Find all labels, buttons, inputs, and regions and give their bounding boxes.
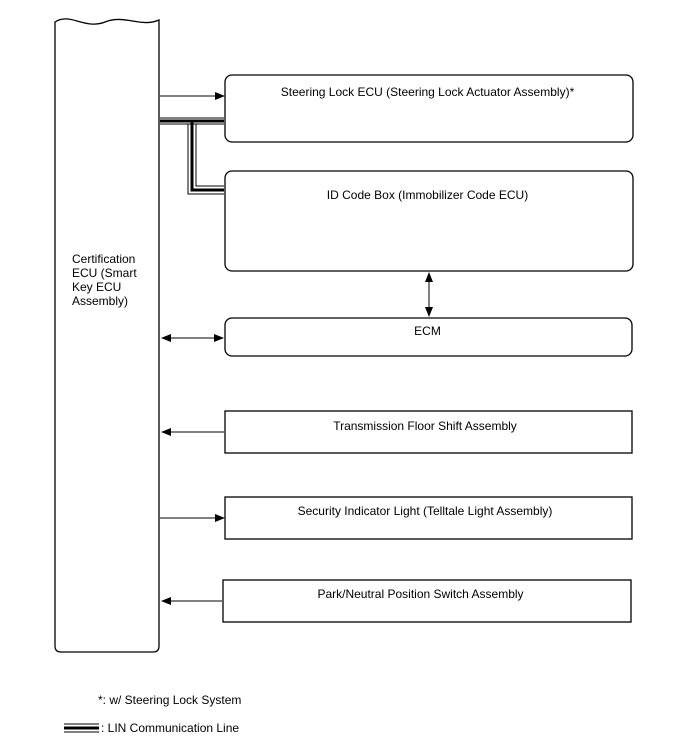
certification-ecu-label: Certification ECU (Smart Key ECU Assembl…	[72, 252, 137, 308]
certification-ecu-box	[54, 18, 160, 653]
transmission-floor-shift-label: Transmission Floor Shift Assembly	[333, 419, 517, 433]
footnote: *: w/ Steering Lock System	[98, 693, 242, 707]
security-indicator-light-label: Security Indicator Light (Telltale Light…	[297, 504, 553, 518]
security-indicator-light-box	[224, 496, 633, 540]
transmission-floor-shift-box	[224, 410, 633, 454]
steering-lock-ecu-box	[224, 74, 634, 143]
legend-lin-symbol	[64, 723, 99, 733]
ecm-label: ECM	[414, 324, 441, 338]
ecm-box	[224, 317, 633, 357]
park-neutral-switch-box	[222, 579, 632, 623]
steering-lock-ecu-label: Steering Lock ECU (Steering Lock Actuato…	[280, 85, 575, 99]
lin-communication-line	[160, 117, 224, 195]
id-code-box	[224, 170, 634, 272]
id-code-box-label: ID Code Box (Immobilizer Code ECU)	[326, 188, 529, 202]
legend-text: : LIN Communication Line	[101, 721, 240, 735]
park-neutral-switch-label: Park/Neutral Position Switch Assembly	[317, 587, 524, 601]
